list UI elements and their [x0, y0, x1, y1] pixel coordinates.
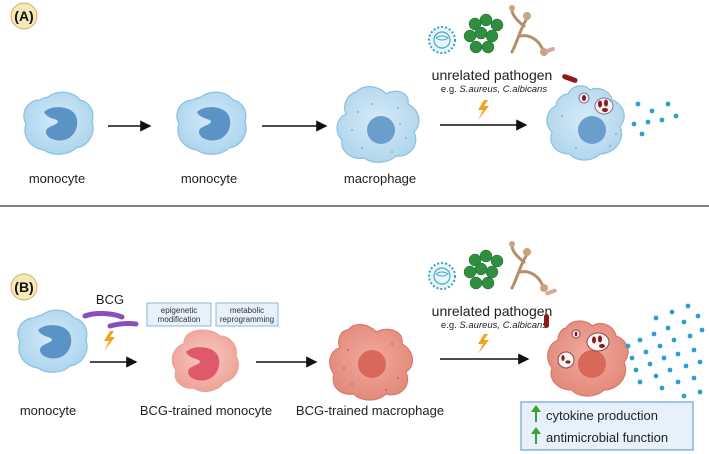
panel-a-badge: (A) [10, 2, 38, 30]
panel-b-epigenetic-box: epigenetic modification [146, 302, 212, 327]
panel-a-label-macrophage: macrophage [344, 171, 416, 186]
panel-b-cytokines [625, 303, 705, 399]
svg-text:modification: modification [158, 315, 201, 324]
up-arrow-icon [531, 427, 541, 444]
panel-a-fungus-icon [509, 5, 548, 56]
panel-b-bcg-icon [82, 311, 139, 329]
panel-a-lightning-icon [478, 100, 489, 120]
svg-text:epigenetic: epigenetic [161, 306, 197, 315]
panel-b-trained-macrophage [329, 324, 413, 401]
panel-b-trained-monocyte [171, 329, 239, 392]
panel-b-badge: (B) [10, 273, 38, 301]
panel-a-virus-icon [428, 26, 456, 54]
panel-b-outcome-antimicrobial: antimicrobial function [546, 430, 668, 445]
panel-a-cytokines [631, 101, 679, 137]
svg-text:(A): (A) [14, 8, 33, 24]
panel-b-fungus-icon [509, 241, 548, 292]
panel-a-macrophage [336, 86, 420, 163]
panel-a-pathogens [428, 5, 548, 56]
panel-b-outcome-box: cytokine production antimicrobial functi… [520, 401, 694, 451]
panel-a-pathogen-label: unrelated pathogen [432, 67, 553, 83]
panel-a-activated-macrophage [545, 46, 679, 161]
panel-b-activated-macrophage [544, 288, 629, 397]
panel-b: (B) monocyte BCG epigenetic modification… [10, 241, 705, 451]
panel-b-staph-icon [463, 249, 504, 290]
panel-b-pathogen-example: e.g. S.aureus, C.albicans [441, 320, 547, 331]
svg-text:reprogramming: reprogramming [220, 315, 274, 324]
panel-b-outcome-cytokine: cytokine production [546, 408, 658, 423]
panel-b-label-monocyte: monocyte [20, 403, 76, 418]
panel-b-lightning-icon [478, 334, 489, 354]
svg-text:(B): (B) [14, 279, 33, 295]
panel-b-virus-icon [428, 262, 456, 290]
panel-a-monocyte-1 [23, 91, 94, 155]
panel-a-monocyte-2 [176, 91, 247, 155]
panel-b-monocyte [17, 309, 88, 373]
panel-a-label-monocyte-2: monocyte [181, 171, 237, 186]
panel-a: (A) monocyte monocyte macrophage [10, 2, 679, 186]
panel-b-label-trained-monocyte: BCG-trained monocyte [140, 403, 272, 418]
panel-b-bcg-lightning-icon [104, 331, 115, 351]
svg-text:metabolic: metabolic [230, 306, 264, 315]
panel-b-pathogens [428, 241, 548, 292]
panel-b-pathogen-label: unrelated pathogen [432, 303, 553, 319]
panel-a-pathogen-example: e.g. S.aureus, C.albicans [441, 84, 547, 95]
up-arrow-icon [531, 405, 541, 422]
panel-a-label-monocyte-1: monocyte [29, 171, 85, 186]
panel-b-metabolic-box: metabolic reprogramming [215, 302, 279, 327]
panel-b-label-trained-macrophage: BCG-trained macrophage [296, 403, 444, 418]
panel-b-bcg-label: BCG [96, 292, 124, 307]
panel-a-staph-icon [463, 13, 504, 54]
